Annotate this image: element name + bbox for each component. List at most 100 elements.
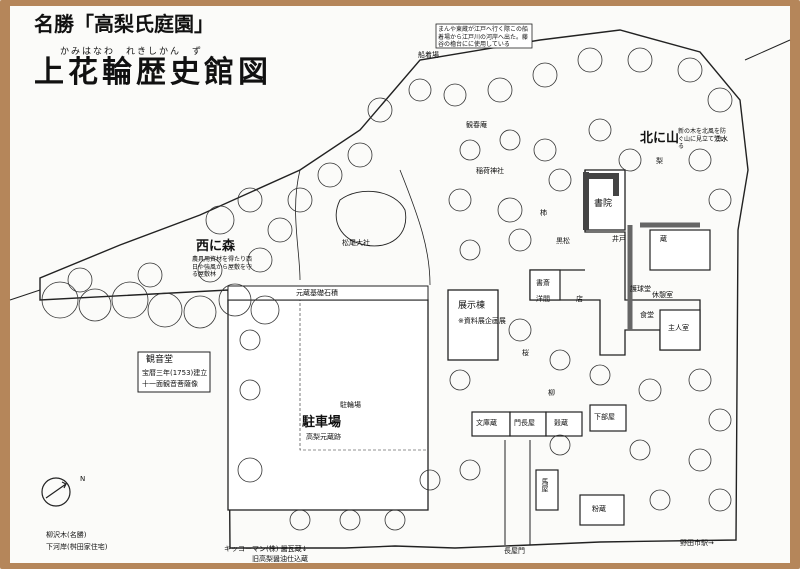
bato-building bbox=[535, 469, 559, 511]
gochisho-label: 護球堂 bbox=[630, 285, 651, 293]
tree-canopy bbox=[688, 148, 712, 172]
kokura-label: 粉蔵 bbox=[592, 505, 606, 513]
tree-canopy bbox=[449, 369, 471, 391]
tree-canopy bbox=[638, 378, 662, 402]
tree-canopy bbox=[147, 292, 183, 328]
station-label: 野田市駅→ bbox=[680, 539, 714, 547]
left-note2: 下河岸(桝田家住宅) bbox=[46, 543, 108, 551]
tree-canopy bbox=[250, 295, 280, 325]
kura-label: 蔵 bbox=[660, 235, 667, 243]
tree-canopy bbox=[78, 288, 112, 322]
left-note1: 柳沢木(名勝) bbox=[46, 531, 87, 539]
yokan-label: 洋間 bbox=[536, 295, 550, 303]
tree-canopy bbox=[708, 408, 732, 432]
title-line1: 名勝「高梨氏庭園」 bbox=[34, 12, 214, 36]
yanagi-label: 柳 bbox=[548, 389, 555, 397]
nagaya-gate-label: 長屋門 bbox=[504, 547, 525, 555]
boat-note: まんや東蔵が江戸へ行く際この船着場から江戸川の河岸へ出た。藤谷の櫓台にに使用して… bbox=[438, 26, 529, 48]
north-hill-note: 新の木を北風を防ぐ山に見立てている bbox=[678, 128, 727, 150]
tree-canopy bbox=[688, 368, 712, 392]
exhibition-label: 展示棟 bbox=[458, 301, 486, 311]
title-line2: 上花輪歴史館図 bbox=[34, 55, 272, 90]
main-room-box bbox=[659, 309, 701, 351]
tree-canopy bbox=[67, 267, 93, 293]
tree-canopy bbox=[548, 168, 572, 192]
tree-canopy bbox=[239, 329, 261, 351]
kannondo-label: 観音堂 bbox=[146, 355, 174, 365]
tree-canopy bbox=[497, 197, 523, 223]
monchoya-building bbox=[509, 411, 547, 437]
tree-canopy bbox=[448, 188, 472, 212]
exhibition-building bbox=[447, 289, 499, 361]
shinjuan-label: 観春庵 bbox=[466, 121, 487, 129]
tree-canopy bbox=[384, 509, 406, 531]
north-label: N bbox=[80, 475, 86, 483]
tree-canopy bbox=[708, 188, 732, 212]
boat-note-box bbox=[435, 23, 533, 49]
tree-canopy bbox=[287, 187, 313, 213]
shimobeya-label: 下部屋 bbox=[594, 413, 615, 421]
shoin-label: 書院 bbox=[594, 199, 613, 209]
tree-canopy bbox=[367, 97, 393, 123]
tree-canopy bbox=[111, 281, 149, 319]
tree-canopy bbox=[459, 239, 481, 261]
kannondo-sub: 十一面観音菩薩像 bbox=[142, 380, 198, 388]
tree-canopy bbox=[408, 78, 432, 102]
tree-canopy bbox=[649, 489, 671, 511]
bunkogura-building bbox=[471, 411, 511, 437]
tree-canopy bbox=[317, 162, 343, 188]
compass bbox=[41, 477, 71, 507]
tree-canopy bbox=[677, 57, 703, 83]
tree-canopy bbox=[532, 62, 558, 88]
kannondo-note: 宝暦三年(1753)建立 bbox=[142, 369, 208, 377]
tree-canopy bbox=[627, 47, 653, 73]
stone-wall-label: 元蔵基礎石積 bbox=[296, 289, 338, 297]
stone-wall-strip bbox=[227, 285, 429, 301]
north-hill-label: 北に山 bbox=[640, 131, 680, 146]
kaki-label: 柿 bbox=[540, 209, 547, 217]
corridor-dark-2 bbox=[627, 222, 700, 330]
tree-canopy bbox=[197, 257, 223, 283]
kokura-building bbox=[579, 494, 625, 526]
tree-canopy bbox=[289, 509, 311, 531]
corridor-dark bbox=[583, 172, 619, 230]
parking-small-label: 駐輪場 bbox=[340, 401, 361, 409]
kyukeishitsu-label: 休憩室 bbox=[652, 291, 673, 299]
tree-canopy bbox=[508, 228, 532, 252]
tree-canopy bbox=[443, 83, 467, 107]
tree-canopy bbox=[205, 205, 235, 235]
tree-canopy bbox=[267, 217, 293, 243]
west-forest-label: 西に森 bbox=[196, 239, 236, 254]
tree-canopy bbox=[508, 318, 532, 342]
west-forest-note: 農具用資材を得たり西日や強風から屋敷を守る屋敷林 bbox=[192, 256, 253, 278]
tree-canopy bbox=[459, 139, 481, 161]
shosai-building bbox=[529, 269, 561, 301]
tree-canopy bbox=[183, 295, 217, 329]
bunkogura-label: 文庫蔵 bbox=[476, 419, 497, 427]
boat-pier-label: 船着場 bbox=[418, 51, 439, 59]
tree-canopy bbox=[688, 448, 712, 472]
parking-inner bbox=[299, 299, 429, 451]
pond bbox=[335, 190, 407, 247]
east-building bbox=[649, 229, 711, 271]
tree-canopy bbox=[218, 283, 252, 317]
monchoya-label: 門長屋 bbox=[514, 419, 535, 427]
kannondo-box bbox=[137, 351, 211, 393]
tree-canopy bbox=[487, 77, 513, 103]
inari-shrine-label: 稲荷神社 bbox=[476, 167, 504, 175]
matsuo-shrine-label: 松尾大社 bbox=[342, 239, 370, 247]
tree-canopy bbox=[237, 457, 263, 483]
tree-canopy bbox=[533, 138, 557, 162]
gate-path bbox=[504, 440, 531, 545]
tree-canopy bbox=[459, 459, 481, 481]
tree-canopy bbox=[588, 118, 612, 142]
sakura-label: 桜 bbox=[522, 349, 529, 357]
tree-canopy bbox=[707, 87, 733, 113]
bato-label: 馬屋 bbox=[541, 478, 549, 492]
tree-canopy bbox=[549, 349, 571, 371]
tree-canopy bbox=[247, 247, 273, 273]
tree-canopy bbox=[499, 129, 521, 151]
company-sub-label: 旧高梨醤油仕込蔵 bbox=[252, 555, 308, 563]
shimobeya-building bbox=[589, 404, 627, 432]
